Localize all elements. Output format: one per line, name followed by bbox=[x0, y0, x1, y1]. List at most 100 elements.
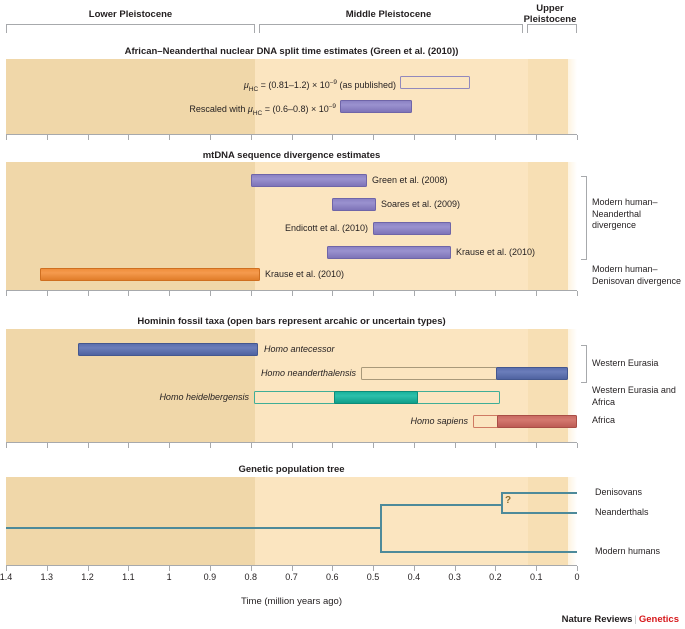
footer-separator: | bbox=[634, 614, 637, 625]
footer-publisher: Nature Reviews bbox=[561, 614, 633, 625]
axis-tick bbox=[88, 443, 89, 448]
axis-tick bbox=[414, 135, 415, 140]
axis-tick bbox=[88, 135, 89, 140]
footer-journal: Genetics bbox=[638, 614, 679, 625]
tree-branch-archaic-stem bbox=[380, 504, 502, 506]
axis-tick-label: 0.5 bbox=[366, 572, 380, 582]
panel-ticks bbox=[6, 135, 578, 140]
axis-tick bbox=[332, 135, 333, 140]
axis-tick bbox=[47, 566, 48, 571]
axis-tick-label: 0.8 bbox=[244, 572, 257, 582]
axis-tick bbox=[495, 291, 496, 296]
axis-tick bbox=[210, 443, 211, 448]
axis-tick bbox=[577, 291, 578, 296]
epoch-label-middle: Middle Pleistocene bbox=[345, 9, 432, 20]
tree-branch-denisovans bbox=[501, 492, 577, 494]
axis-tick bbox=[88, 291, 89, 296]
axis-tick bbox=[292, 135, 293, 140]
axis-tick bbox=[6, 135, 7, 140]
bar-homo-sapiens-uncertain bbox=[473, 415, 499, 428]
axis-tick bbox=[455, 291, 456, 296]
bar-homo-sapiens bbox=[497, 415, 577, 428]
axis-tick bbox=[88, 566, 89, 571]
axis-tick bbox=[292, 566, 293, 571]
panel-background bbox=[6, 477, 577, 565]
epoch-bracket-lower bbox=[6, 24, 255, 33]
axis-tick bbox=[6, 291, 7, 296]
axis-tick bbox=[414, 443, 415, 448]
axis-tick bbox=[373, 566, 374, 571]
bar-mtdna-endicott-2010 bbox=[373, 222, 451, 235]
axis-tick bbox=[210, 566, 211, 571]
bar-label-mtdna-endicott-2010: Endicott et al. (2010) bbox=[284, 223, 368, 233]
axis-tick-label: 0.2 bbox=[489, 572, 502, 582]
panel-ticks bbox=[6, 291, 578, 296]
axis-tick bbox=[536, 566, 537, 571]
bar-label-mtdna-soares-2009: Soares et al. (2009) bbox=[381, 199, 461, 209]
axis-tick bbox=[536, 291, 537, 296]
axis-tick bbox=[210, 291, 211, 296]
axis-tick bbox=[6, 443, 7, 448]
axis-tick bbox=[292, 443, 293, 448]
panel-background bbox=[6, 59, 577, 134]
bar-label-homo-neanderthalensis: Homo neanderthalensis bbox=[260, 368, 356, 378]
axis-tick bbox=[251, 443, 252, 448]
bar-mtdna-krause-2010-denisovan bbox=[40, 268, 260, 281]
axis-tick bbox=[577, 566, 578, 571]
panel-title: African–Neanderthal nuclear DNA split ti… bbox=[124, 46, 459, 57]
epoch-bracket-upper bbox=[527, 24, 577, 33]
axis-tick bbox=[210, 135, 211, 140]
axis-tick bbox=[414, 291, 415, 296]
axis-tick-label: 0.6 bbox=[326, 572, 339, 582]
bar-label-nuclear-as-published: μHC = (0.81–1.2) × 10–9 (as published) bbox=[243, 79, 396, 93]
tree-tip-label-modern-humans: Modern humans bbox=[595, 546, 661, 556]
axis-tick bbox=[128, 443, 129, 448]
bar-label-mtdna-krause-2010-neanderthal: Krause et al. (2010) bbox=[456, 247, 536, 257]
tree-tip-label-neanderthals: Neanderthals bbox=[595, 507, 649, 517]
axis-tick-label: 0.7 bbox=[285, 572, 298, 582]
axis-tick bbox=[332, 566, 333, 571]
axis-tick-label: 1.4 bbox=[0, 572, 13, 582]
axis-tick bbox=[577, 135, 578, 140]
bar-label-homo-sapiens: Homo sapiens bbox=[410, 416, 468, 426]
tree-branch-modern-humans bbox=[380, 551, 577, 553]
bar-label-mtdna-krause-2010-denisovan: Krause et al. (2010) bbox=[265, 269, 345, 279]
axis-tick-label: 1 bbox=[166, 572, 172, 582]
axis-tick bbox=[495, 135, 496, 140]
axis-title: Time (million years ago) bbox=[240, 596, 342, 607]
axis-tick bbox=[47, 291, 48, 296]
axis-tick bbox=[292, 291, 293, 296]
axis-tick bbox=[47, 135, 48, 140]
axis-tick bbox=[6, 566, 7, 571]
axis-tick-label: 0 bbox=[574, 572, 580, 582]
axis-tick bbox=[47, 443, 48, 448]
panel-axis-line bbox=[6, 442, 577, 443]
panel-ticks bbox=[6, 443, 578, 448]
panel-axis-line bbox=[6, 565, 577, 566]
panel-title: Hominin fossil taxa (open bars represent… bbox=[137, 316, 446, 327]
group-bracket-western-eurasia bbox=[581, 345, 587, 383]
axis-tick bbox=[495, 566, 496, 571]
bar-label-homo-antecessor: Homo antecessor bbox=[264, 344, 335, 354]
tree-branch-root-stem bbox=[6, 527, 381, 529]
bar-nuclear-as-published bbox=[400, 76, 470, 89]
axis-tick bbox=[536, 443, 537, 448]
axis-tick-label: 1.2 bbox=[81, 572, 94, 582]
axis-tick bbox=[169, 443, 170, 448]
bar-homo-neanderthalensis-uncertain bbox=[361, 367, 497, 380]
axis-tick-label: 0.9 bbox=[203, 572, 217, 582]
bar-mtdna-krause-2010-neanderthal bbox=[327, 246, 451, 259]
axis-tick bbox=[332, 291, 333, 296]
axis-tick bbox=[455, 443, 456, 448]
axis-ticks bbox=[6, 566, 578, 571]
epoch-bracket-middle bbox=[259, 24, 523, 33]
axis-tick-label: 1.3 bbox=[40, 572, 54, 582]
panel-axis-line bbox=[6, 134, 577, 135]
tree-question-mark: ? bbox=[505, 495, 512, 506]
axis-tick bbox=[128, 291, 129, 296]
